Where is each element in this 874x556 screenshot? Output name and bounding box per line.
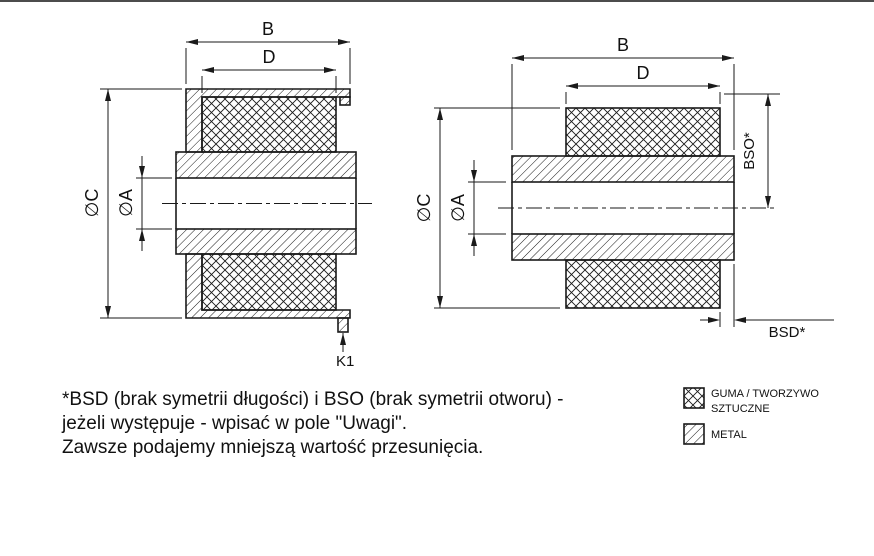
- left-dim-K1: K1: [336, 333, 354, 370]
- left-sleeve-top-step: [339, 96, 351, 106]
- left-rubber-top: [201, 96, 337, 153]
- legend-rubber-swatch: [683, 387, 705, 409]
- left-dim-A-label: ∅A: [116, 189, 136, 217]
- legend: GUMA / TWORZYWO SZTUCZNE METAL: [683, 387, 819, 445]
- right-rubber-bottom: [565, 259, 721, 309]
- legend-metal-label: METAL: [711, 429, 747, 441]
- left-outer-sleeve-bottom: [185, 253, 351, 319]
- note-line-1: *BSD (brak symetrii długości) i BSO (bra…: [62, 389, 564, 410]
- left-dim-C: ∅C: [82, 88, 182, 319]
- left-dim-B: B: [185, 19, 351, 84]
- legend-rubber-label-line2: SZTUCZNE: [711, 403, 770, 415]
- notes-block: *BSD (brak symetrii długości) i BSO (bra…: [61, 389, 564, 458]
- left-inner-tube-bottom-wall: [175, 228, 357, 255]
- right-dim-BSD-label: BSD*: [769, 324, 806, 341]
- legend-metal-swatch: [683, 423, 705, 445]
- right-rubber-top: [565, 107, 721, 157]
- right-dim-A-label: ∅A: [448, 194, 468, 222]
- right-dim-BSO-label: BSO*: [741, 132, 758, 170]
- left-dim-A: ∅A: [116, 156, 172, 251]
- right-dim-C: ∅C: [414, 107, 560, 309]
- left-dim-D: D: [201, 47, 337, 93]
- legend-rubber-label-line1: GUMA / TWORZYWO: [711, 388, 819, 400]
- left-bushing-drawing: B D ∅C ∅A K1: [82, 19, 372, 370]
- right-inner-tube-bottom-wall: [511, 233, 735, 261]
- right-dim-B: B: [511, 35, 735, 150]
- right-dim-C-label: ∅C: [414, 194, 434, 223]
- right-dim-BSD: BSD*: [700, 264, 834, 341]
- left-dim-D-label: D: [263, 47, 276, 67]
- right-dim-D-label: D: [637, 63, 650, 83]
- right-dim-B-label: B: [617, 35, 629, 55]
- left-flange-tab: [337, 317, 349, 333]
- left-dim-C-label: ∅C: [82, 189, 102, 218]
- left-inner-tube-top-wall: [175, 151, 357, 179]
- left-dim-B-label: B: [262, 19, 274, 39]
- left-dim-K1-label: K1: [336, 353, 354, 370]
- right-bushing-drawing: B D ∅C ∅A: [414, 35, 834, 341]
- right-dim-BSO: BSO*: [724, 93, 780, 208]
- note-line-2: jeżeli występuje - wpisać w pole "Uwagi"…: [61, 413, 407, 434]
- right-dim-A: ∅A: [448, 160, 506, 256]
- left-rubber-bottom: [201, 253, 337, 311]
- note-line-3: Zawsze podajemy mniejszą wartość przesun…: [62, 437, 483, 458]
- right-dim-D: D: [565, 63, 721, 104]
- right-inner-tube-top-wall: [511, 155, 735, 183]
